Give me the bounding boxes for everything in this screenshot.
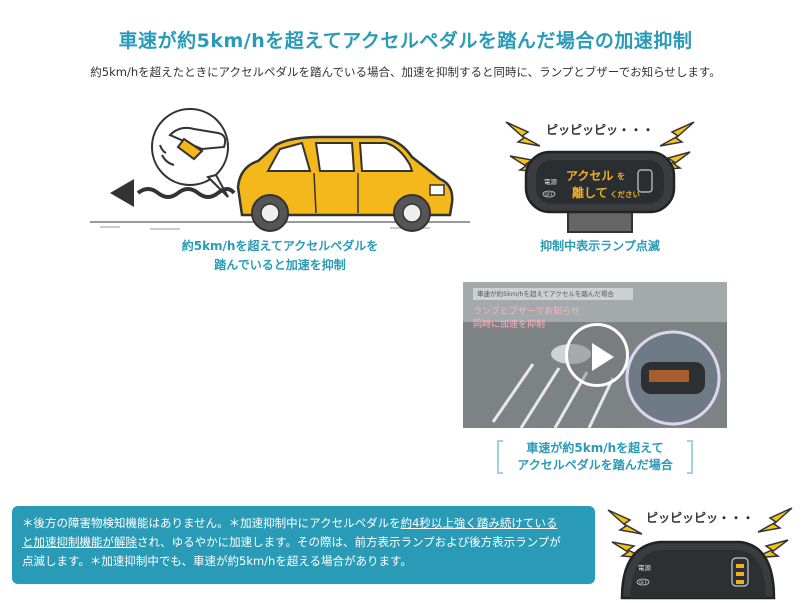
car-caption: 約5km/hを超えてアクセルペダルを 踏んでいると加速を抑制 — [181, 239, 379, 272]
motion-arrow-icon — [110, 179, 236, 207]
note-box: ＊後方の障害物検知機能はありません。＊加速抑制中にアクセルペダルを約4秒以上強く… — [12, 506, 595, 584]
page-title: 車速が約5km/hを超えてアクセルペダルを踏んだ場合の加速抑制 — [118, 30, 693, 52]
lamp-text-release: 離して — [572, 185, 608, 200]
lamp-caption: 抑制中表示ランプ点滅 — [540, 239, 660, 253]
video-link[interactable]: 車速が約5km/hを超えて アクセルペダルを踏んだ場合 — [497, 440, 693, 474]
note-underline-1: 約4秒以上強く踏み続けている — [400, 516, 558, 530]
video-overlay-text: ランプとブザーでお知らせ 同時に加速を抑制 — [473, 307, 581, 330]
right-bracket — [687, 440, 693, 474]
video-header: 車速が約5km/hを超えてアクセルを踏んだ場合 — [473, 288, 633, 300]
svg-text:ください: ください — [610, 190, 640, 199]
left-bracket — [497, 440, 503, 474]
page-subtitle: 約5km/hを超えたときにアクセルペダルを踏んでいる場合、加速を抑制すると同時に… — [90, 65, 721, 79]
rear-beep-text: ピッピッピッ・・・ — [646, 511, 754, 525]
rear-unit-illustration: ピッピッピッ・・・ 電源 OFF — [607, 507, 793, 600]
svg-text:を: を — [617, 172, 625, 181]
beep-text: ピッピッピッ・・・ — [546, 123, 654, 137]
note-underline-2: と加速抑制機能が解除 — [22, 535, 137, 549]
svg-text:電源: 電源 — [638, 563, 652, 572]
svg-text:OFF: OFF — [639, 580, 647, 585]
svg-text:OFF: OFF — [545, 192, 553, 197]
lamp-text-accel: アクセル — [566, 169, 613, 183]
front-lamp-illustration: ピッピッピッ・・・ 電源 OFF アクセル を 離して ください — [505, 121, 695, 233]
play-icon — [592, 343, 614, 371]
play-button[interactable] — [565, 323, 629, 387]
foot-on-pedal-icon — [151, 108, 229, 198]
car-illustration — [90, 108, 470, 232]
car-icon — [236, 135, 454, 232]
svg-text:電源: 電源 — [544, 177, 558, 186]
